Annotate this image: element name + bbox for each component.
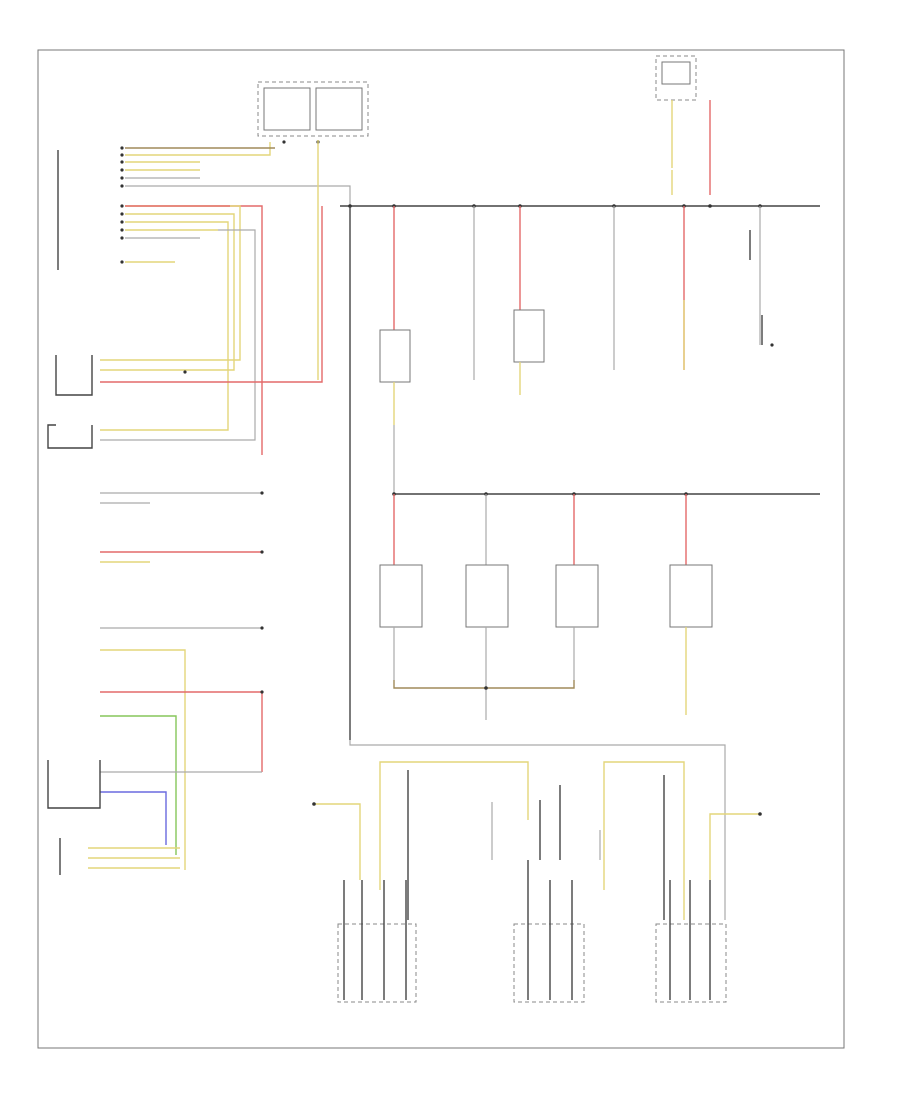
- left-components: [47, 140, 323, 875]
- connector-pin: [120, 184, 124, 188]
- connector-pin: [120, 168, 124, 172]
- connector-pin: [120, 204, 124, 208]
- switch-right: [749, 230, 774, 347]
- connector-pin: [120, 260, 124, 264]
- connector-pin: [120, 236, 124, 240]
- connector-left-top: [57, 146, 124, 270]
- middle-bus: [379, 425, 820, 720]
- top-bus-branches: [349, 206, 761, 740]
- top-bus: [340, 204, 820, 208]
- connector-pin: [120, 160, 124, 164]
- connector-pin: [120, 220, 124, 224]
- connector-pin: [120, 176, 124, 180]
- diagram-border: [37, 49, 845, 1049]
- switch-top-right: [655, 55, 711, 195]
- connector-pin: [120, 228, 124, 232]
- bottom-section: [312, 740, 762, 1003]
- connector-pin: [120, 212, 124, 216]
- fuse-box-top: [257, 81, 369, 144]
- connector-pin: [120, 153, 124, 157]
- wires-left-top: [100, 142, 351, 455]
- connector-pin: [120, 146, 124, 150]
